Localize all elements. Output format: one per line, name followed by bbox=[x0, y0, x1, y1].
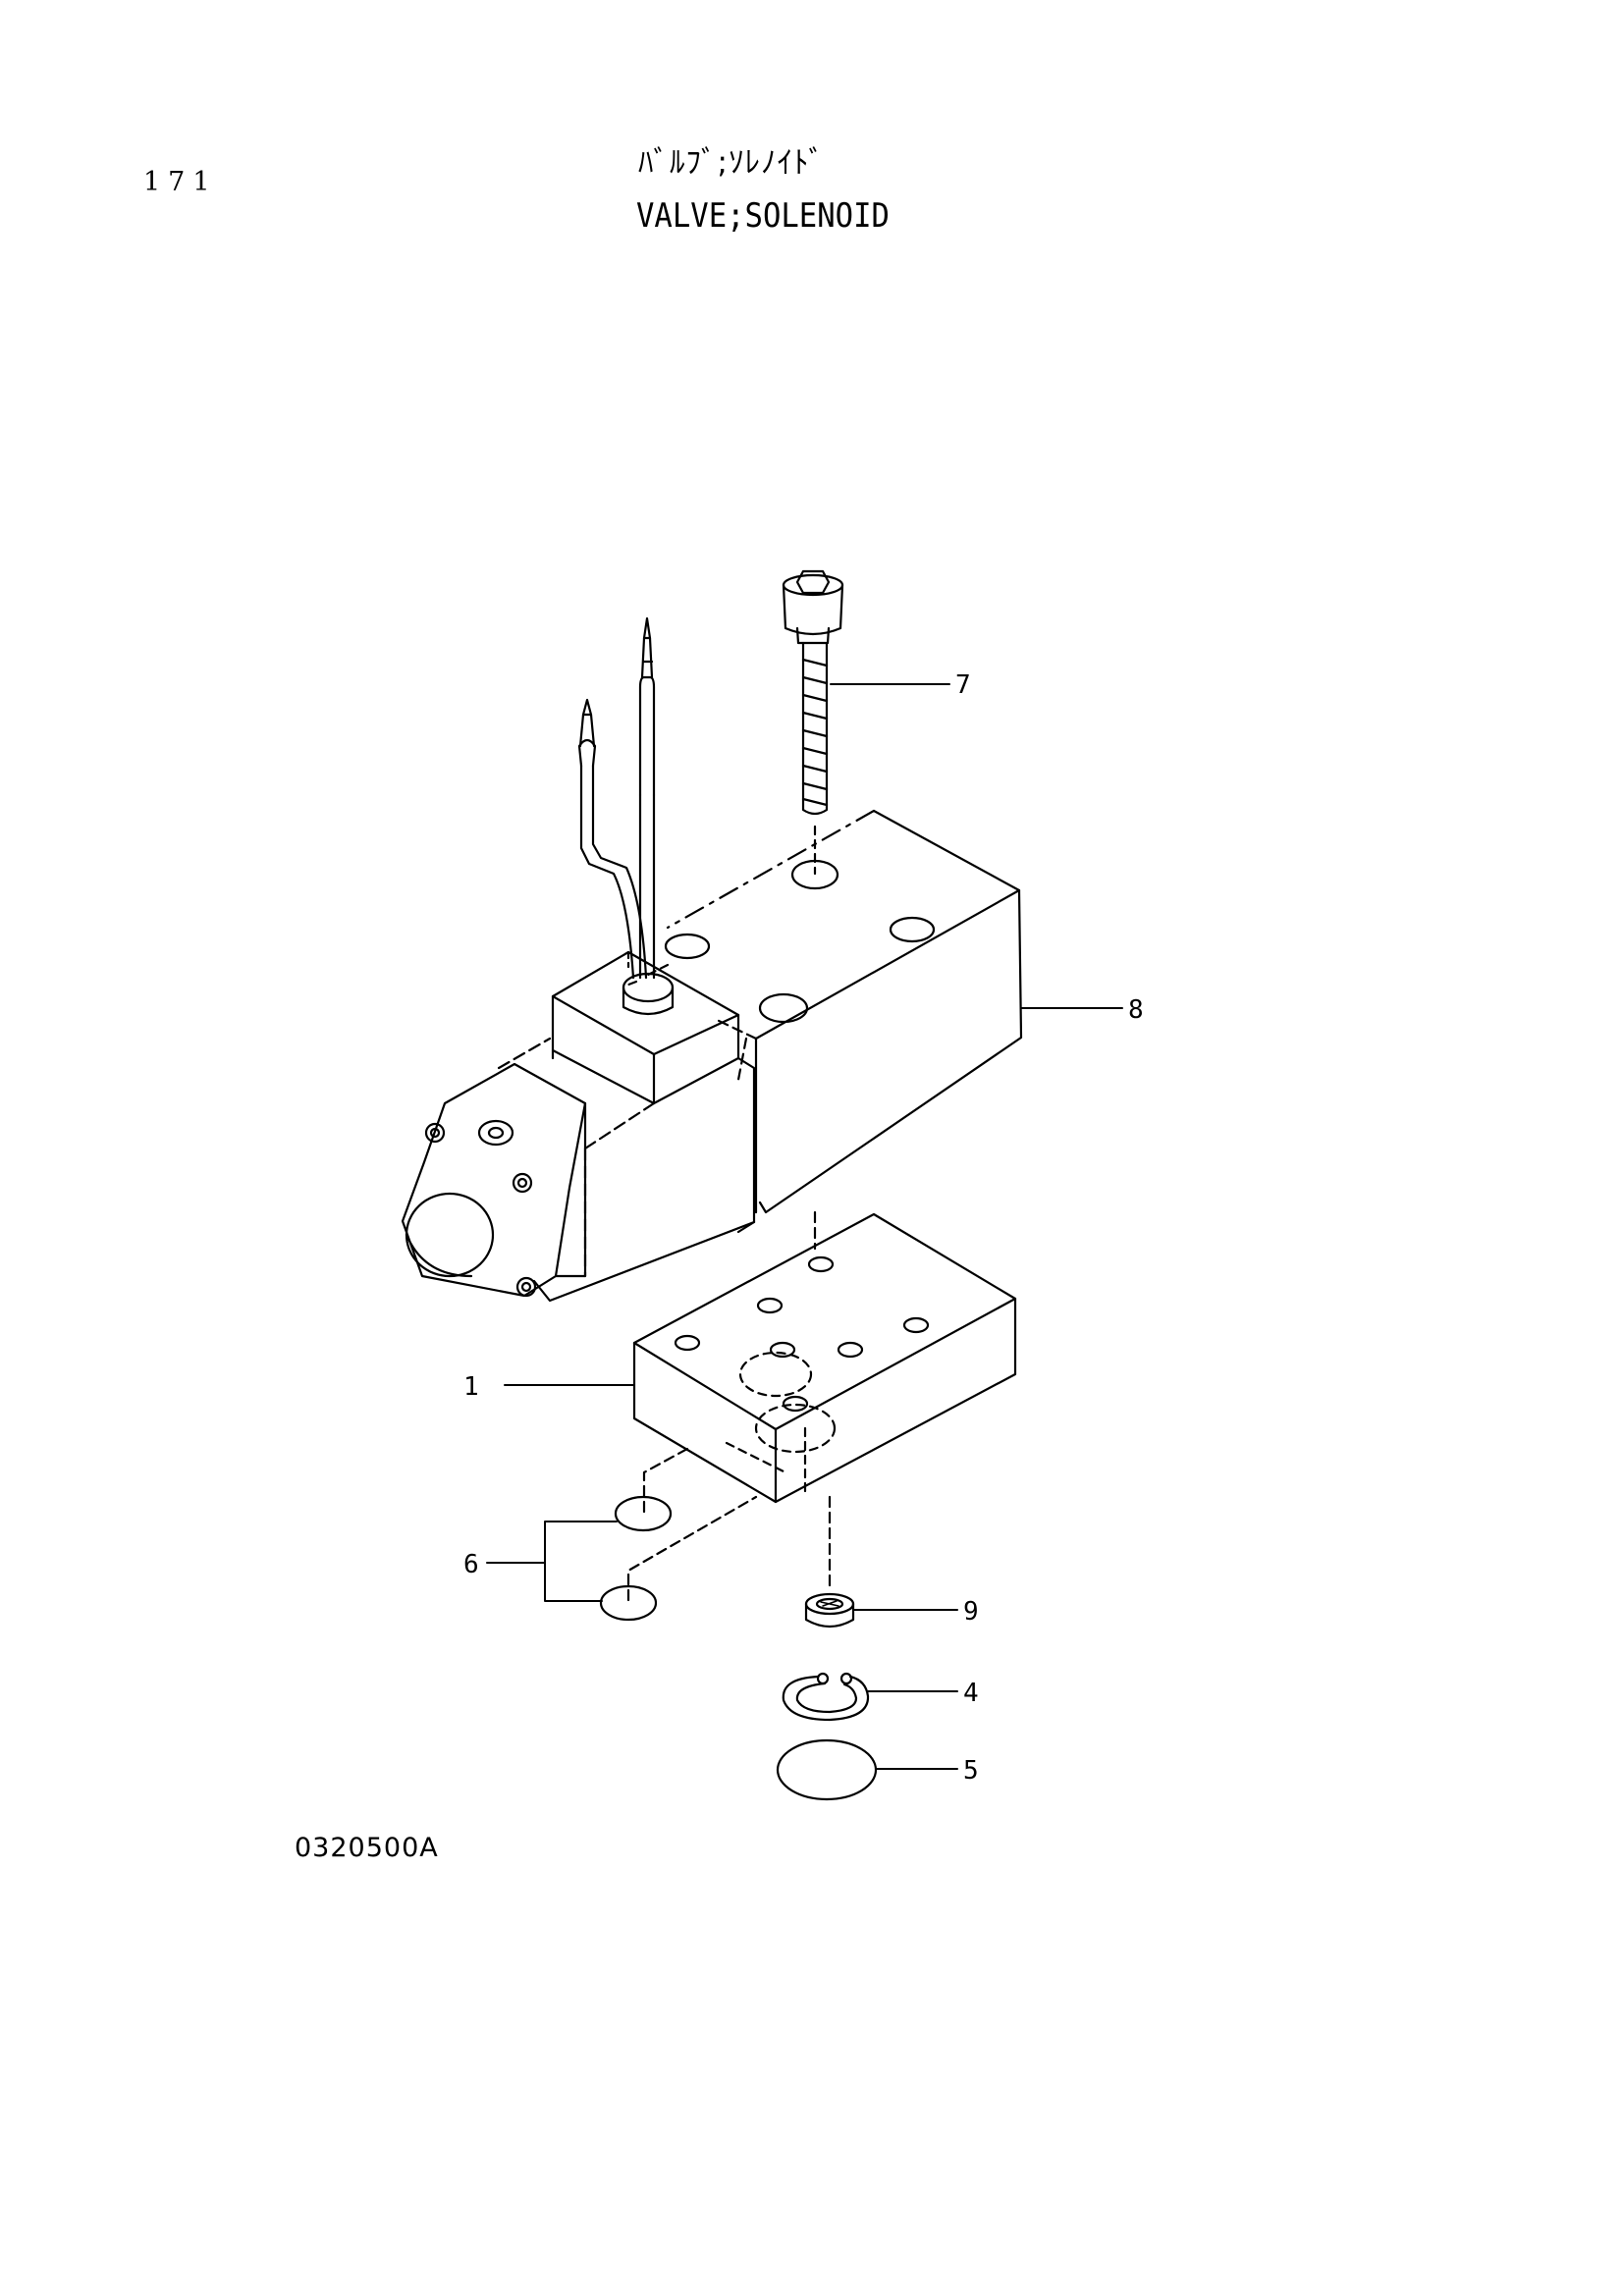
title-japanese: ﾊﾞﾙﾌﾞ;ｿﾚﾉｲﾄﾞ bbox=[638, 145, 825, 181]
solenoid-coil bbox=[497, 950, 756, 1303]
callout-7: 7 bbox=[955, 670, 971, 700]
snap-ring-part-4 bbox=[782, 1672, 870, 1722]
valve-body-part-8 bbox=[622, 809, 1023, 1214]
drawing-code: 0320500A bbox=[295, 1833, 439, 1863]
callout-9: 9 bbox=[963, 1597, 979, 1627]
bolt-hole bbox=[790, 859, 839, 890]
bolt-part-7 bbox=[782, 569, 844, 816]
o-ring-part-5 bbox=[776, 1738, 878, 1801]
callout-1: 1 bbox=[463, 1372, 479, 1402]
leader-lines bbox=[486, 683, 1123, 1770]
callout-4: 4 bbox=[963, 1679, 979, 1708]
o-rings-part-6 bbox=[599, 1447, 758, 1622]
solenoid-wires bbox=[577, 616, 656, 980]
callout-5: 5 bbox=[963, 1756, 979, 1786]
block-part-1 bbox=[632, 1212, 1017, 1504]
solenoid-end-cap bbox=[401, 1062, 587, 1298]
page-number: 171 bbox=[143, 167, 218, 197]
title-english: VALVE;SOLENOID bbox=[636, 196, 890, 236]
callout-6: 6 bbox=[463, 1550, 479, 1579]
filter-part-9 bbox=[804, 1495, 855, 1629]
callout-8: 8 bbox=[1128, 995, 1144, 1025]
